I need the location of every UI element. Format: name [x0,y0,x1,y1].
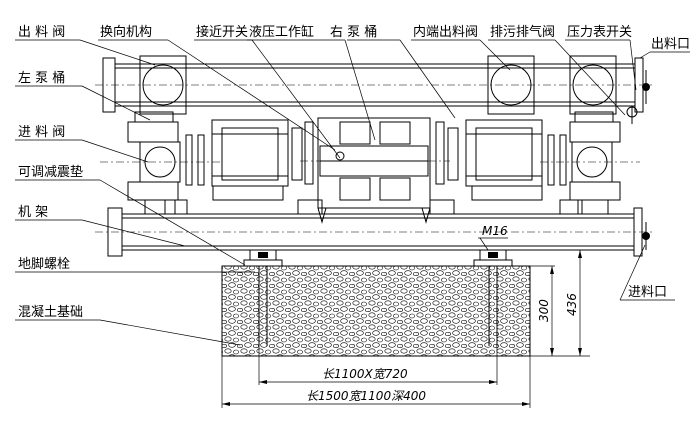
label-left-pump-barrel: 左 泵 桶 [18,71,65,86]
outlet-manifold [95,55,655,124]
label-drain-vent-valve: 排污排气阀 [490,24,555,40]
labels: 出 料 阀 换向机构 接近开关 液压工作缸 右 泵 桶 内端出料阀 排污排气阀 … [18,24,690,320]
left-pump-barrel [211,119,314,201]
label-frame: 机 架 [18,205,48,220]
left-valve-stack [100,111,220,215]
dim-height-436: 436 [565,293,579,316]
label-hydraulic-cylinder: 液压工作缸 [249,24,314,40]
label-pressure-gauge-switch: 压力表开关 [567,25,632,40]
right-pump-barrel [435,119,543,201]
label-inlet-valve: 进 料 阀 [18,125,65,140]
label-damping-pad: 可调减震垫 [18,164,83,180]
label-concrete-foundation: 混凝土基础 [18,304,83,320]
concrete-foundation [221,265,531,357]
label-right-pump-barrel: 右 泵 桶 [330,25,377,40]
dim-foundation-size: 长1500宽1100深400 [306,389,426,403]
label-outlet-valve: 出 料 阀 [18,25,65,40]
dim-bolt-size: M16 [482,224,508,238]
label-inner-outlet-valve: 内端出料阀 [413,24,478,40]
label-reversing-mechanism: 换向机构 [100,24,152,40]
dimension-lines [221,237,590,408]
label-inlet-port: 进料口 [628,285,667,300]
label-proximity-switch: 接近开关 [196,24,248,40]
right-valve-stack [540,111,640,215]
label-outlet-port: 出料口 [651,37,690,52]
label-anchor-bolt: 地脚螺栓 [18,256,70,272]
dim-bolt-span: 长1100X宽720 [322,367,408,381]
machine-frame [95,199,655,257]
hydraulic-cylinder [300,117,450,224]
dim-height-300: 300 [537,299,551,322]
dimension-texts: M16 300 436 长1100X宽720 长1500宽1100深400 [306,224,579,403]
